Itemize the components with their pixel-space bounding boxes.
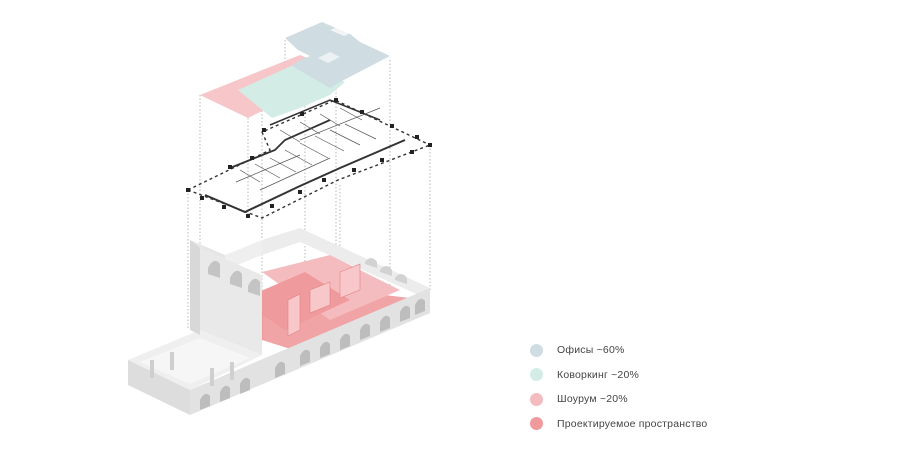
legend-item-showroom: Шоурум ~20% xyxy=(530,387,770,412)
function-zones-layer xyxy=(200,22,390,118)
legend-label: Офисы ~60% xyxy=(557,344,625,357)
legend-label: Шоурум ~20% xyxy=(557,393,628,406)
legend-label: Коворкинг ~20% xyxy=(557,368,640,381)
legend-item-designed-space: Проектируемое пространство xyxy=(530,412,770,437)
designed-space-swatch-icon xyxy=(530,417,543,431)
legend-item-coworking: Коворкинг ~20% xyxy=(530,363,770,388)
floor-plan-layer xyxy=(186,98,432,219)
legend-label: Проектируемое пространство xyxy=(557,417,708,430)
offices-swatch-icon xyxy=(530,343,543,357)
showroom-swatch-icon xyxy=(530,392,543,406)
coworking-swatch-icon xyxy=(530,368,543,382)
legend: Офисы ~60% Коворкинг ~20% Шоурум ~20% Пр… xyxy=(530,338,770,436)
legend-item-offices: Офисы ~60% xyxy=(530,338,770,363)
offices-zone xyxy=(285,22,390,82)
building-massing-layer xyxy=(128,228,430,415)
